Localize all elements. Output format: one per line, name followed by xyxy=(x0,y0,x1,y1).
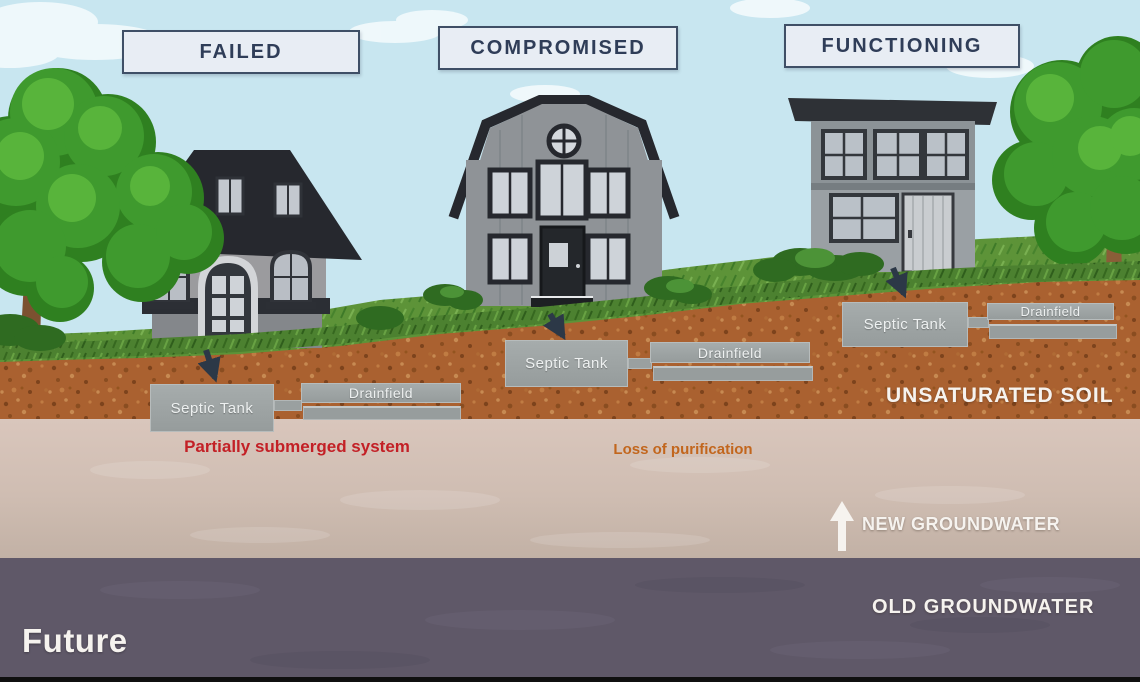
up-arrow-icon xyxy=(830,501,854,551)
door xyxy=(901,192,955,274)
house-compromised xyxy=(448,95,680,307)
tree-left xyxy=(0,68,224,352)
status-label-functioning: FUNCTIONING xyxy=(784,24,1020,68)
door xyxy=(531,225,593,307)
drainfield-compromised: Drainfield xyxy=(650,342,810,363)
shrubs xyxy=(0,248,884,351)
cloud-icon xyxy=(730,0,810,18)
status-label-failed: FAILED xyxy=(122,30,360,74)
label-old-groundwater: OLD GROUNDWATER xyxy=(872,596,1095,618)
pipe-compromised xyxy=(628,358,652,369)
cloud-icon xyxy=(396,10,468,30)
arrow-house-to-tank-functioning xyxy=(885,266,908,299)
drainfield-trench-functioning xyxy=(989,324,1117,339)
new-groundwater-band xyxy=(0,419,1140,558)
sewage-arrows xyxy=(197,266,908,383)
future-label: Future xyxy=(22,622,128,659)
house-functioning xyxy=(788,98,997,274)
bottom-bar xyxy=(0,677,1140,682)
drainfield-failed: Drainfield xyxy=(301,383,461,403)
septic-tank-failed: Septic Tank xyxy=(150,384,274,432)
annotation-compromised: Loss of purification xyxy=(613,441,753,458)
arrow-house-to-tank-compromised xyxy=(542,312,566,341)
drainfield-trench-compromised xyxy=(653,366,813,381)
septic-tank-functioning: Septic Tank xyxy=(842,302,968,347)
arrow-house-to-tank-failed xyxy=(197,349,221,383)
status-label-compromised: COMPROMISED xyxy=(438,26,678,70)
label-unsaturated-soil: UNSATURATED SOIL xyxy=(886,384,1114,407)
label-new-groundwater: NEW GROUNDWATER xyxy=(862,514,1061,534)
pipe-functioning xyxy=(968,317,989,328)
drainfield-functioning: Drainfield xyxy=(987,303,1114,320)
cloud-icon xyxy=(0,36,60,68)
annotation-failed: Partially submerged system xyxy=(184,437,410,456)
grass-front-strip xyxy=(0,261,1140,360)
septic-tank-compromised: Septic Tank xyxy=(505,340,628,387)
roof xyxy=(788,98,997,125)
door xyxy=(198,256,258,348)
tree-right xyxy=(992,36,1140,272)
old-groundwater-band xyxy=(0,558,1140,677)
pipe-failed xyxy=(274,400,302,411)
drainfield-trench-failed xyxy=(303,406,461,420)
